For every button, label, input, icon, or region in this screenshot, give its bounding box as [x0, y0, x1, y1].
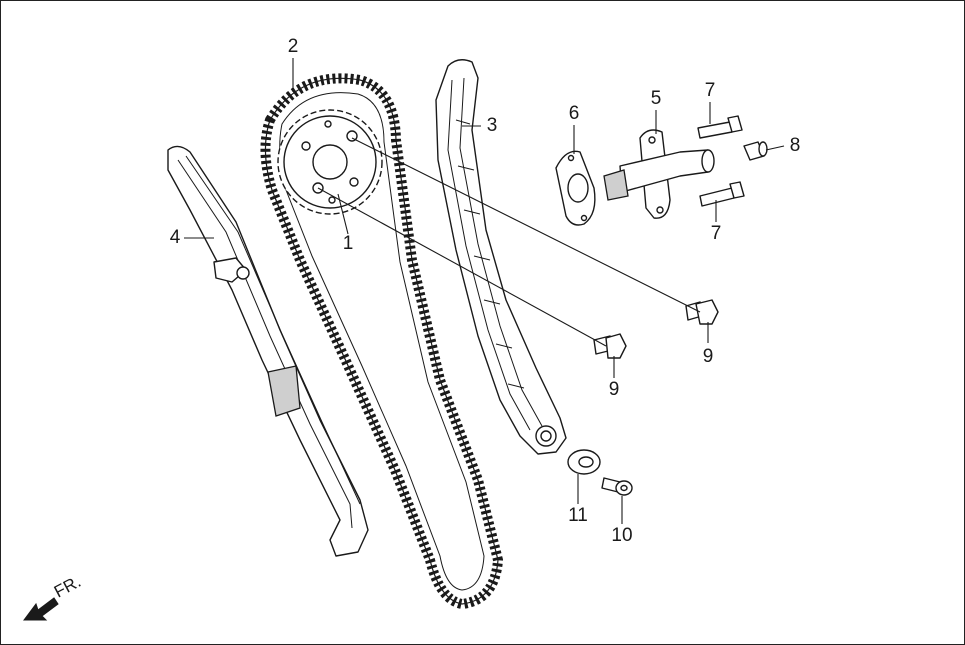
leader-lines	[184, 58, 785, 524]
callout-6: 6	[569, 103, 580, 124]
sprocket-bolt-left	[593, 333, 627, 359]
callout-5: 5	[651, 88, 662, 109]
callout-9-right: 9	[703, 346, 714, 367]
callout-7-lower: 7	[711, 223, 722, 244]
callout-3: 3	[487, 115, 498, 136]
callout-4: 4	[170, 227, 181, 248]
pivot-bolt	[601, 477, 633, 496]
tensioner-gasket	[555, 150, 596, 226]
callout-8: 8	[790, 135, 801, 156]
tensioner-bolt-upper	[697, 115, 743, 139]
cam-chain-tensioner	[603, 129, 715, 219]
callouts: 2 1 3 4 5 6 7 7 8 9 9 10 11	[170, 36, 801, 546]
tensioner-cap-bolt	[743, 141, 768, 161]
front-direction-label: FR.	[51, 572, 84, 602]
sprocket-bolt-right	[685, 299, 719, 325]
callout-10: 10	[611, 525, 632, 546]
chain-guide-front	[167, 145, 369, 557]
callout-2: 2	[288, 36, 299, 57]
callout-7-upper: 7	[705, 80, 716, 101]
front-direction-indicator: FR.	[23, 572, 84, 621]
cam-chain	[260, 73, 504, 610]
cam-sprocket	[277, 109, 383, 215]
callout-1: 1	[343, 233, 354, 254]
callout-11: 11	[568, 505, 588, 526]
callout-9-left: 9	[609, 379, 620, 400]
pivot-washer	[567, 449, 601, 475]
front-arrow-icon	[23, 597, 59, 621]
chain-guide-rear	[435, 59, 567, 455]
tensioner-bolt-lower	[699, 181, 745, 207]
